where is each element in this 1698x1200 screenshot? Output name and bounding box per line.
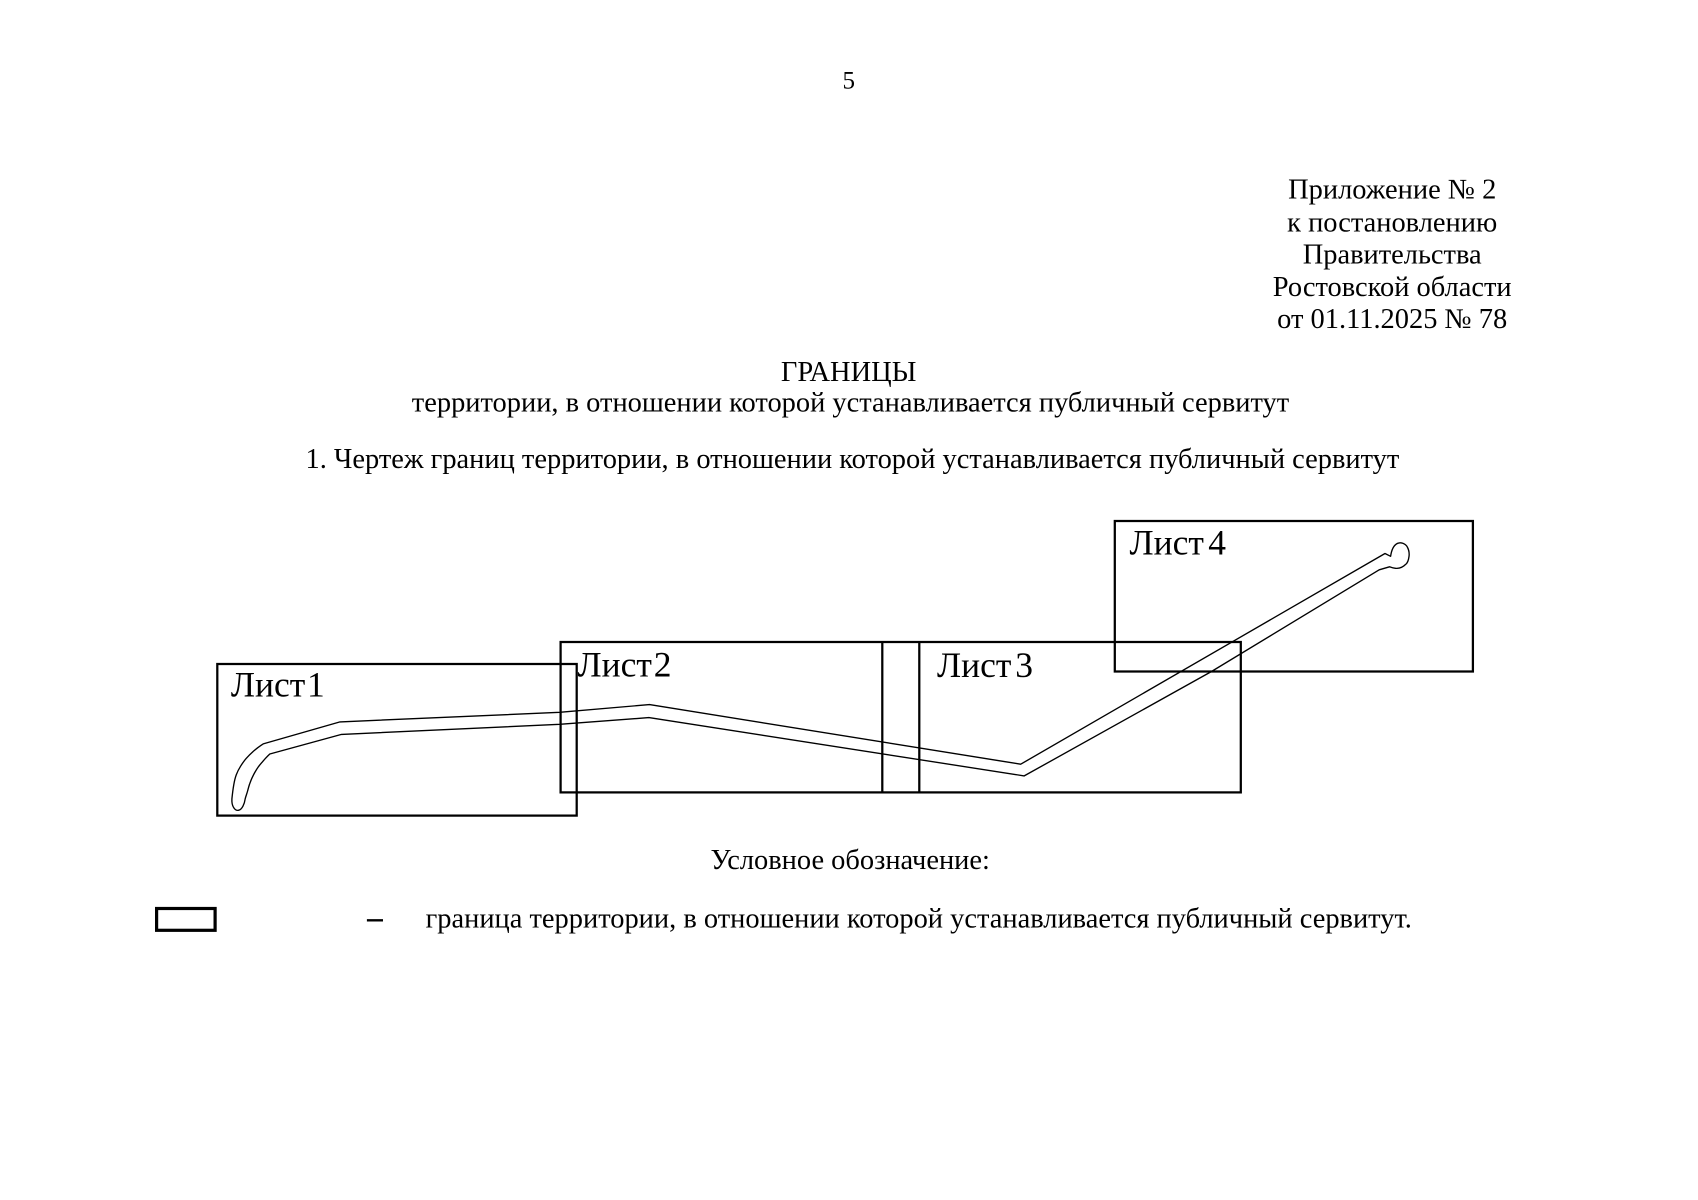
svg-text:Лист 2: Лист 2 — [578, 645, 672, 685]
svg-text:Условное обозначение:: Условное обозначение: — [710, 845, 989, 876]
svg-text:Лист 3: Лист 3 — [937, 645, 1033, 685]
svg-text:Ростовской области: Ростовской области — [1273, 272, 1512, 303]
svg-text:Лист 4: Лист 4 — [1130, 523, 1227, 563]
svg-text:граница территории, в отношени: граница территории, в отношении которой … — [426, 903, 1412, 934]
svg-text:территории, в отношении которо: территории, в отношении которой устанавл… — [412, 388, 1290, 419]
svg-text:Лист 1: Лист 1 — [231, 665, 325, 705]
svg-text:1. Чертеж границ территории, в: 1. Чертеж границ территории, в отношении… — [305, 444, 1399, 475]
svg-text:5: 5 — [843, 68, 856, 95]
svg-text:ГРАНИЦЫ: ГРАНИЦЫ — [781, 357, 917, 388]
svg-text:к постановлению: к постановлению — [1287, 207, 1497, 238]
svg-text:Правительства: Правительства — [1303, 240, 1482, 271]
svg-text:от 01.11.2025 № 78: от 01.11.2025 № 78 — [1277, 304, 1507, 335]
svg-text:Приложение № 2: Приложение № 2 — [1288, 174, 1496, 205]
